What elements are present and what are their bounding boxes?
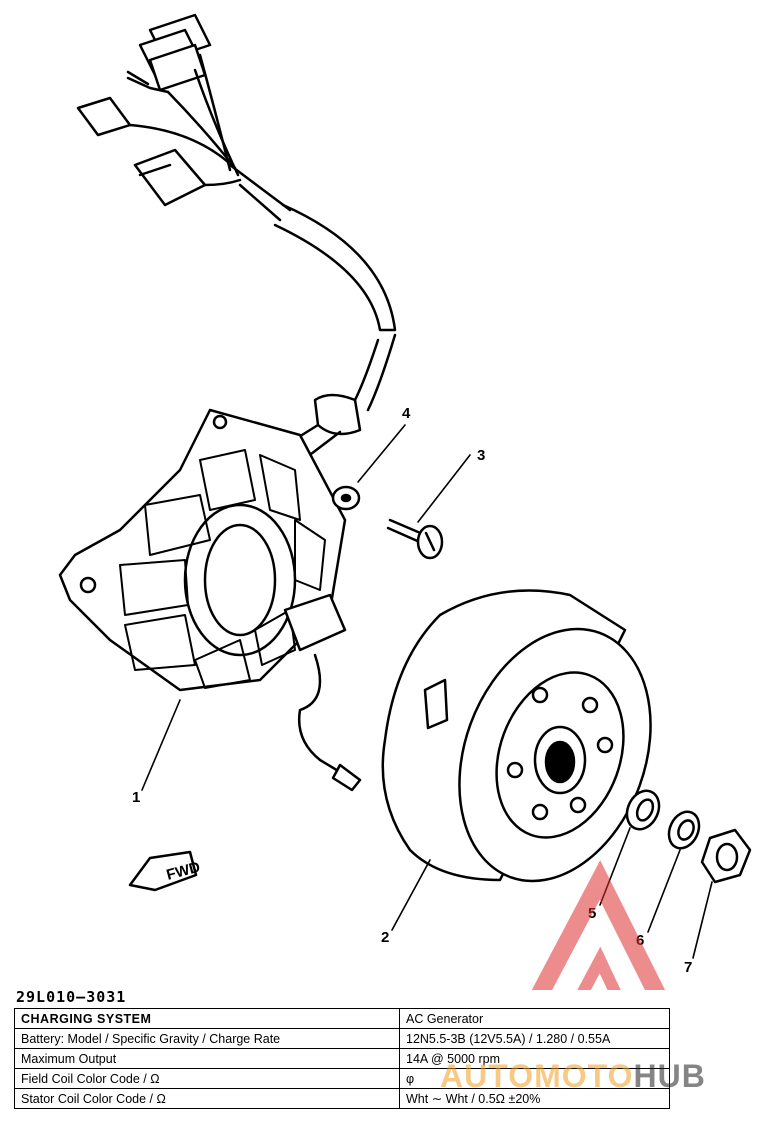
rotor-flywheel: [381, 589, 652, 883]
table-cell: Stator Coil Color Code / Ω: [14, 1088, 400, 1109]
table-row: Battery: Model / Specific Gravity / Char…: [14, 1028, 670, 1049]
watermark-logo: [531, 860, 666, 990]
lock-washer-6: [667, 810, 701, 850]
connector-lower: [133, 148, 207, 207]
watermark-text: AUTOMOTOHUB: [440, 1058, 706, 1095]
table-cell: 12N5.5-3B (12V5.5A) / 1.280 / 0.55A: [399, 1028, 670, 1049]
part-number: 29L010—3031: [16, 988, 127, 1006]
connector-pin: [126, 70, 170, 94]
watermark-text-a: AUTOMOTO: [440, 1058, 634, 1094]
table-row: Stator Coil Color Code / Ω Wht ∼ Wht / 0…: [14, 1088, 670, 1109]
callout-2: 2: [381, 929, 389, 946]
table-cell: Battery: Model / Specific Gravity / Char…: [14, 1028, 400, 1049]
table-row: Maximum Output 14A @ 5000 rpm: [14, 1048, 670, 1069]
fwd-arrow: [128, 850, 198, 892]
table-cell: CHARGING SYSTEM: [14, 1008, 400, 1029]
stator-assembly: [58, 408, 362, 792]
callout-1: 1: [132, 789, 140, 806]
table-cell: Wht ∼ Wht / 0.5Ω ±20%: [399, 1088, 670, 1109]
nut-7: [700, 828, 752, 884]
table-cell: 14A @ 5000 rpm: [399, 1048, 670, 1069]
watermark-text-b: HUB: [633, 1058, 706, 1094]
table-cell: Maximum Output: [14, 1048, 400, 1069]
screw-3: [386, 518, 444, 560]
connector-left: [76, 96, 132, 137]
callout-4: 4: [402, 405, 411, 422]
callout-7: 7: [684, 959, 692, 976]
table-cell: AC Generator: [399, 1008, 670, 1029]
exploded-diagram: FWD 1 2 3 4 5 6 7: [58, 13, 752, 990]
spec-table: CHARGING SYSTEM AC Generator Battery: Mo…: [14, 1008, 670, 1109]
table-cell: Field Coil Color Code / Ω: [14, 1068, 400, 1089]
table-row: CHARGING SYSTEM AC Generator: [14, 1008, 670, 1029]
wire-harness: [128, 53, 397, 472]
table-row: Field Coil Color Code / Ω φ: [14, 1068, 670, 1089]
connector-top: [138, 13, 212, 92]
washer-5: [625, 789, 661, 831]
callout-3: 3: [477, 447, 485, 464]
